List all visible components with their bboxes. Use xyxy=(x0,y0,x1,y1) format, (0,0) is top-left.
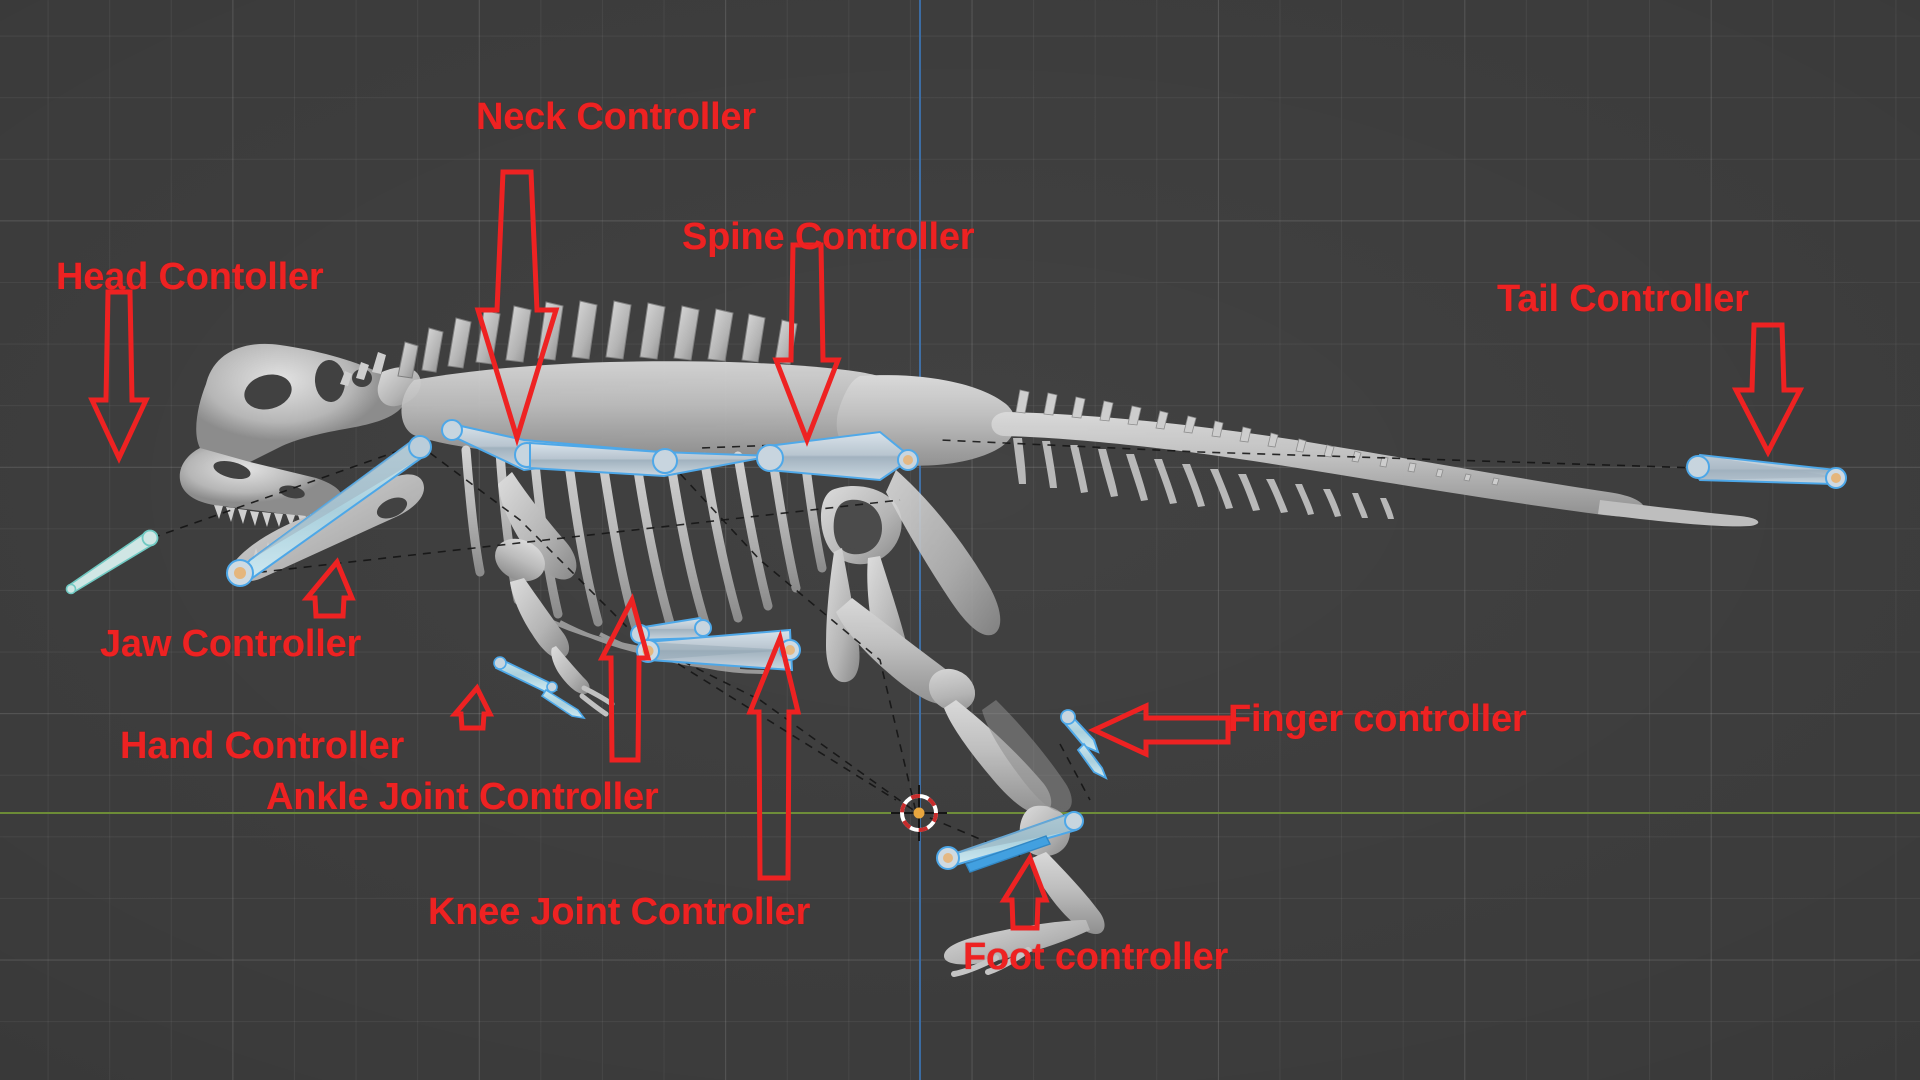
hand-controller-bone[interactable] xyxy=(493,656,586,720)
spine-controller-bone[interactable] xyxy=(756,430,919,482)
annotation-label-finger: Finger controller xyxy=(1228,698,1527,740)
finger-controller-bone[interactable] xyxy=(1060,709,1108,780)
annotation-label-tail: Tail Controller xyxy=(1497,278,1749,320)
tail-controller-bone[interactable] xyxy=(1686,453,1847,489)
annotation-label-ankle: Ankle Joint Controller xyxy=(266,776,659,818)
neck-controller-bone-2[interactable] xyxy=(529,441,773,478)
annotation-label-hand: Hand Controller xyxy=(120,725,405,767)
annotation-label-jaw: Jaw Controller xyxy=(100,623,362,665)
annotation-label-head: Head Contoller xyxy=(56,256,324,298)
3d-cursor xyxy=(891,785,947,841)
head-controller-bone[interactable] xyxy=(65,529,159,595)
foot-controller-bone[interactable] xyxy=(936,810,1084,873)
jaw-controller-bone[interactable] xyxy=(226,435,432,587)
annotation-label-knee: Knee Joint Controller xyxy=(428,891,811,933)
annotation-label-neck: Neck Controller xyxy=(476,96,756,138)
annotation-label-foot: Foot controller xyxy=(963,936,1229,978)
annotation-label-spine: Spine Controller xyxy=(682,216,975,258)
